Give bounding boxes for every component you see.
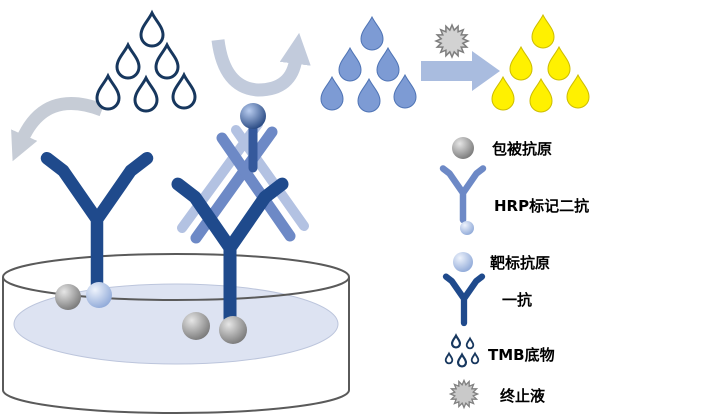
primary-antibody-shape bbox=[47, 158, 147, 287]
reacted-substrate-droplets bbox=[320, 16, 417, 113]
legend-label-coating-antigen: 包被抗原 bbox=[492, 140, 553, 158]
yellow-product-droplets bbox=[491, 14, 590, 113]
hrp-secondary-antibody-icon bbox=[443, 169, 483, 235]
legend-label-hrp-secondary-antibody: HRP标记二抗 bbox=[494, 197, 590, 215]
coating-antigen-sphere bbox=[219, 316, 247, 344]
legend-icons bbox=[443, 137, 483, 409]
well-rim bbox=[2, 253, 350, 301]
secondary-antibody-arm bbox=[216, 132, 296, 242]
coating-antigen-sphere-icon bbox=[452, 137, 474, 159]
target-antigen-sphere bbox=[86, 282, 112, 308]
tmb-substrate-droplets-icon bbox=[444, 334, 480, 368]
tmb-substrate-droplets bbox=[95, 11, 197, 113]
reaction-step-arrow bbox=[211, 32, 311, 97]
legend-label-tmb-substrate: TMB底物 bbox=[488, 346, 555, 364]
secondary-antibody-arm bbox=[231, 125, 309, 231]
detection-complex bbox=[178, 103, 309, 344]
coating-antigen-sphere bbox=[182, 312, 210, 340]
coating-antigen-sphere bbox=[55, 284, 81, 310]
legend-label-target-antigen: 靶标抗原 bbox=[490, 254, 551, 272]
legend-label-primary-antibody: 一抗 bbox=[502, 291, 533, 309]
coated-primary-antibody bbox=[47, 158, 147, 310]
primary-antibody-icon bbox=[446, 277, 482, 323]
stop-solution-burst-icon bbox=[435, 24, 469, 58]
target-antigen-sphere-icon bbox=[453, 252, 473, 272]
assay-well bbox=[2, 253, 350, 414]
wash-step-arrow bbox=[11, 97, 105, 162]
stop-solution-burst-icon bbox=[449, 379, 479, 409]
stop-step-arrow bbox=[421, 51, 500, 91]
legend-label-stop-solution: 终止液 bbox=[500, 387, 546, 405]
hrp-enzyme-sphere bbox=[240, 103, 266, 129]
